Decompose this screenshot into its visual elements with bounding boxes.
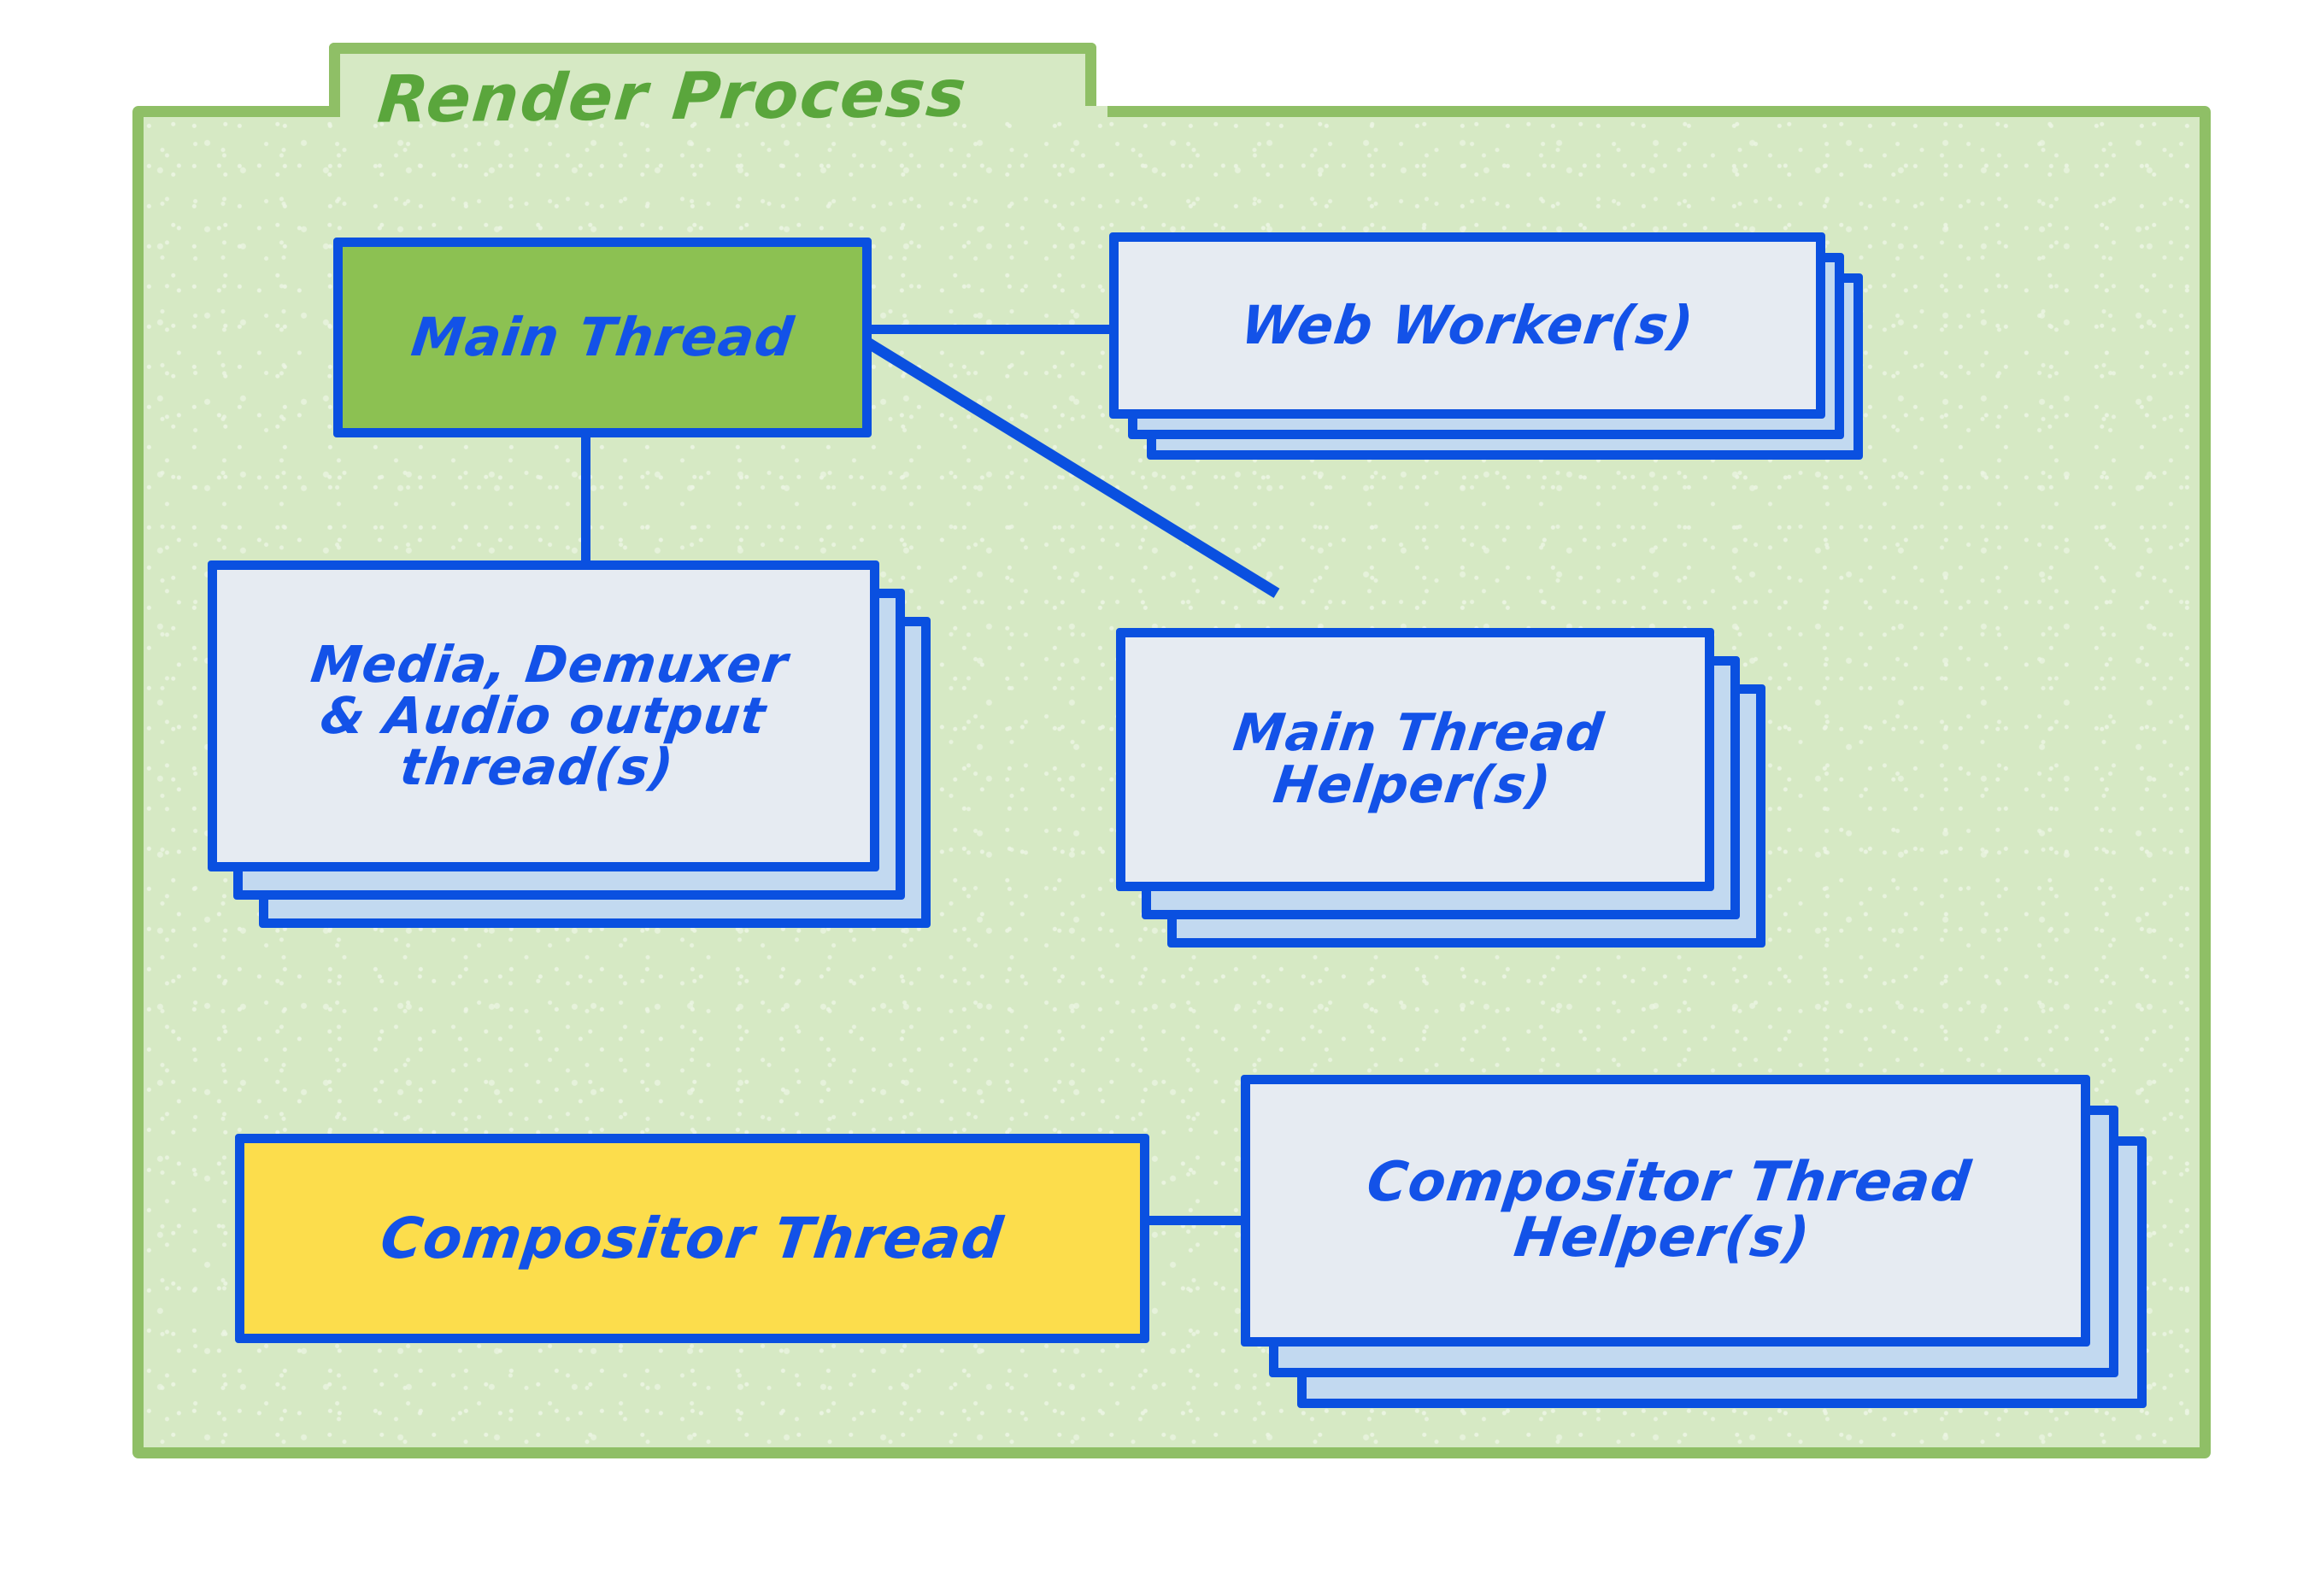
node-compositor-thread-helper[interactable]: Compositor Thread Helper(s) (1241, 1075, 2147, 1408)
connector-main-thread-to-web-worker (863, 325, 1116, 334)
compositor-thread-helper-label: Compositor Thread Helper(s) (1363, 1150, 1975, 1270)
node-main-thread[interactable]: Main Thread (333, 238, 872, 437)
compositor-thread-label: Compositor Thread (377, 1205, 1008, 1271)
main-thread-label: Main Thread (408, 306, 797, 369)
compositor-thread-card[interactable]: Compositor Thread (235, 1134, 1149, 1343)
compositor-thread-helper-card-front[interactable]: Compositor Thread Helper(s) (1241, 1075, 2090, 1347)
web-worker-label: Web Worker(s) (1237, 294, 1697, 357)
connector-main-thread-to-media-demuxer (581, 427, 590, 571)
node-web-worker[interactable]: Web Worker(s) (1109, 232, 1863, 463)
main-thread-helper-card-front[interactable]: Main Thread Helper(s) (1116, 628, 1714, 891)
node-media-demuxer-audio[interactable]: Media, Demuxer & Audio output thread(s) (208, 560, 931, 928)
connector-compositor-thread-to-helper (1142, 1216, 1246, 1225)
web-worker-card-front[interactable]: Web Worker(s) (1109, 232, 1825, 419)
main-thread-helper-label: Main Thread Helper(s) (1230, 702, 1607, 815)
media-demuxer-label: Media, Demuxer & Audio output thread(s) (308, 634, 792, 797)
main-thread-card[interactable]: Main Thread (333, 238, 872, 437)
frame-tab (329, 43, 1096, 116)
page-title: Render Process (374, 55, 971, 138)
node-compositor-thread[interactable]: Compositor Thread (235, 1134, 1149, 1343)
node-main-thread-helper[interactable]: Main Thread Helper(s) (1116, 628, 1765, 948)
media-demuxer-card-front[interactable]: Media, Demuxer & Audio output thread(s) (208, 560, 879, 871)
